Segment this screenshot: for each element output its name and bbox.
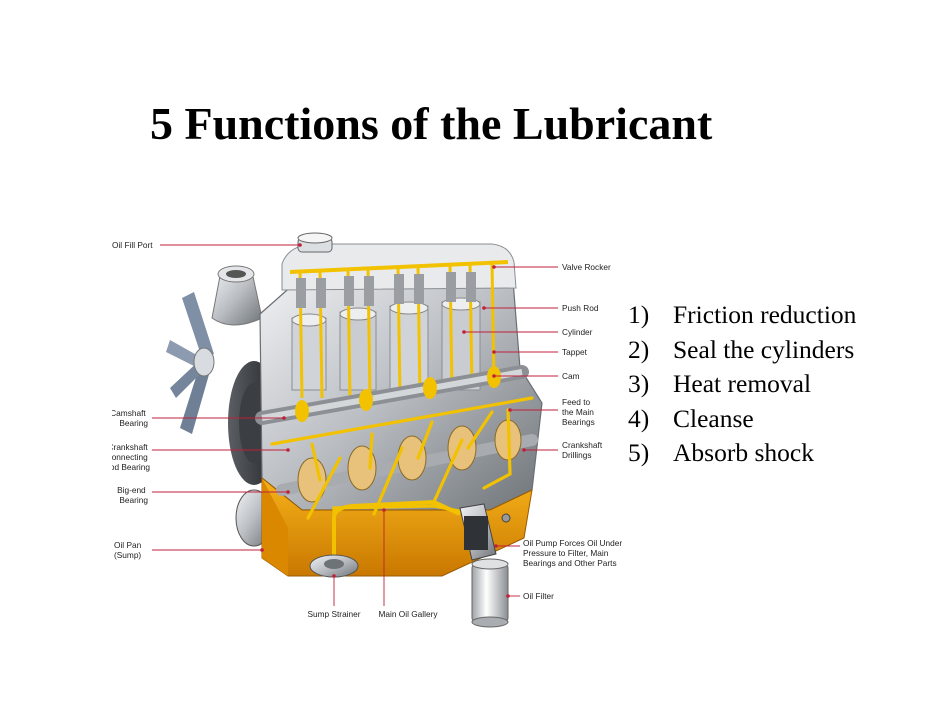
function-item: 2) Seal the cylinders xyxy=(628,333,856,368)
label-cam: Cam xyxy=(562,371,580,381)
main-oil-gallery-pipe xyxy=(332,499,461,562)
function-number: 1) xyxy=(628,300,650,329)
functions-list: 1) Friction reduction 2) Seal the cylinder… xyxy=(628,298,856,471)
rocker-shaft xyxy=(289,260,509,274)
label-oil-pan: Oil Pan (Sump) xyxy=(114,540,144,560)
function-item: 1) Friction reduction xyxy=(628,298,856,333)
label-tappet: Tappet xyxy=(562,347,588,357)
function-item: 3) Heat removal xyxy=(628,367,856,402)
function-number: 4) xyxy=(628,403,650,433)
label-oil-filter: Oil Filter xyxy=(523,591,554,601)
function-item: 5) Absorb shock xyxy=(628,436,856,471)
label-sump-strainer: Sump Strainer xyxy=(307,609,360,619)
intake-housing xyxy=(211,265,263,326)
slide-title: 5 Functions of the Lubricant xyxy=(150,98,713,149)
label-push-rod: Push Rod xyxy=(562,303,599,313)
leader-dots xyxy=(260,243,526,598)
label-oil-pump: Oil Pump Forces Oil Under Pressure to Fi… xyxy=(523,538,624,568)
function-text: Friction reduction xyxy=(673,300,857,329)
function-number: 2) xyxy=(628,334,650,364)
label-cylinder: Cylinder xyxy=(562,327,593,337)
label-crankshaft-drillings: Crankshaft Drillings xyxy=(562,440,604,460)
leader-lines xyxy=(152,244,558,606)
camshaft xyxy=(255,365,529,425)
label-main-oil-gallery: Main Oil Gallery xyxy=(378,609,438,619)
label-oil-fill-port: Oil Fill Port xyxy=(112,240,153,250)
function-text: Absorb shock xyxy=(673,438,814,467)
function-text: Seal the cylinders xyxy=(673,334,855,364)
oil-pan-side xyxy=(262,478,288,576)
sump-strainer xyxy=(309,554,359,578)
label-feed-to-main-bearings: Feed to the Main Bearings xyxy=(562,397,596,427)
oil-fill-cap xyxy=(297,232,333,253)
label-big-end-bearing: Big-end Bearing xyxy=(117,485,148,505)
function-number: 5) xyxy=(628,438,650,467)
label-crankshaft-connecting-rod-bearing: Crankshaft Connecting Rod Bearing xyxy=(112,442,150,472)
oil-pan xyxy=(261,476,533,577)
function-text: Heat removal xyxy=(673,369,812,398)
cooling-fan xyxy=(166,292,215,434)
label-camshaft-bearing: Camshaft Bearing xyxy=(112,408,148,428)
function-number: 3) xyxy=(628,369,650,398)
oil-pump xyxy=(459,503,511,561)
label-valve-rocker: Valve Rocker xyxy=(562,262,611,272)
function-text: Cleanse xyxy=(673,403,754,433)
function-item: 4) Cleanse xyxy=(628,402,856,437)
engine-lubrication-diagram: Oil Fill Port Valve Rocker Push Rod Cyli… xyxy=(112,232,624,628)
valve-springs xyxy=(296,272,476,308)
oil-filter xyxy=(471,558,509,628)
